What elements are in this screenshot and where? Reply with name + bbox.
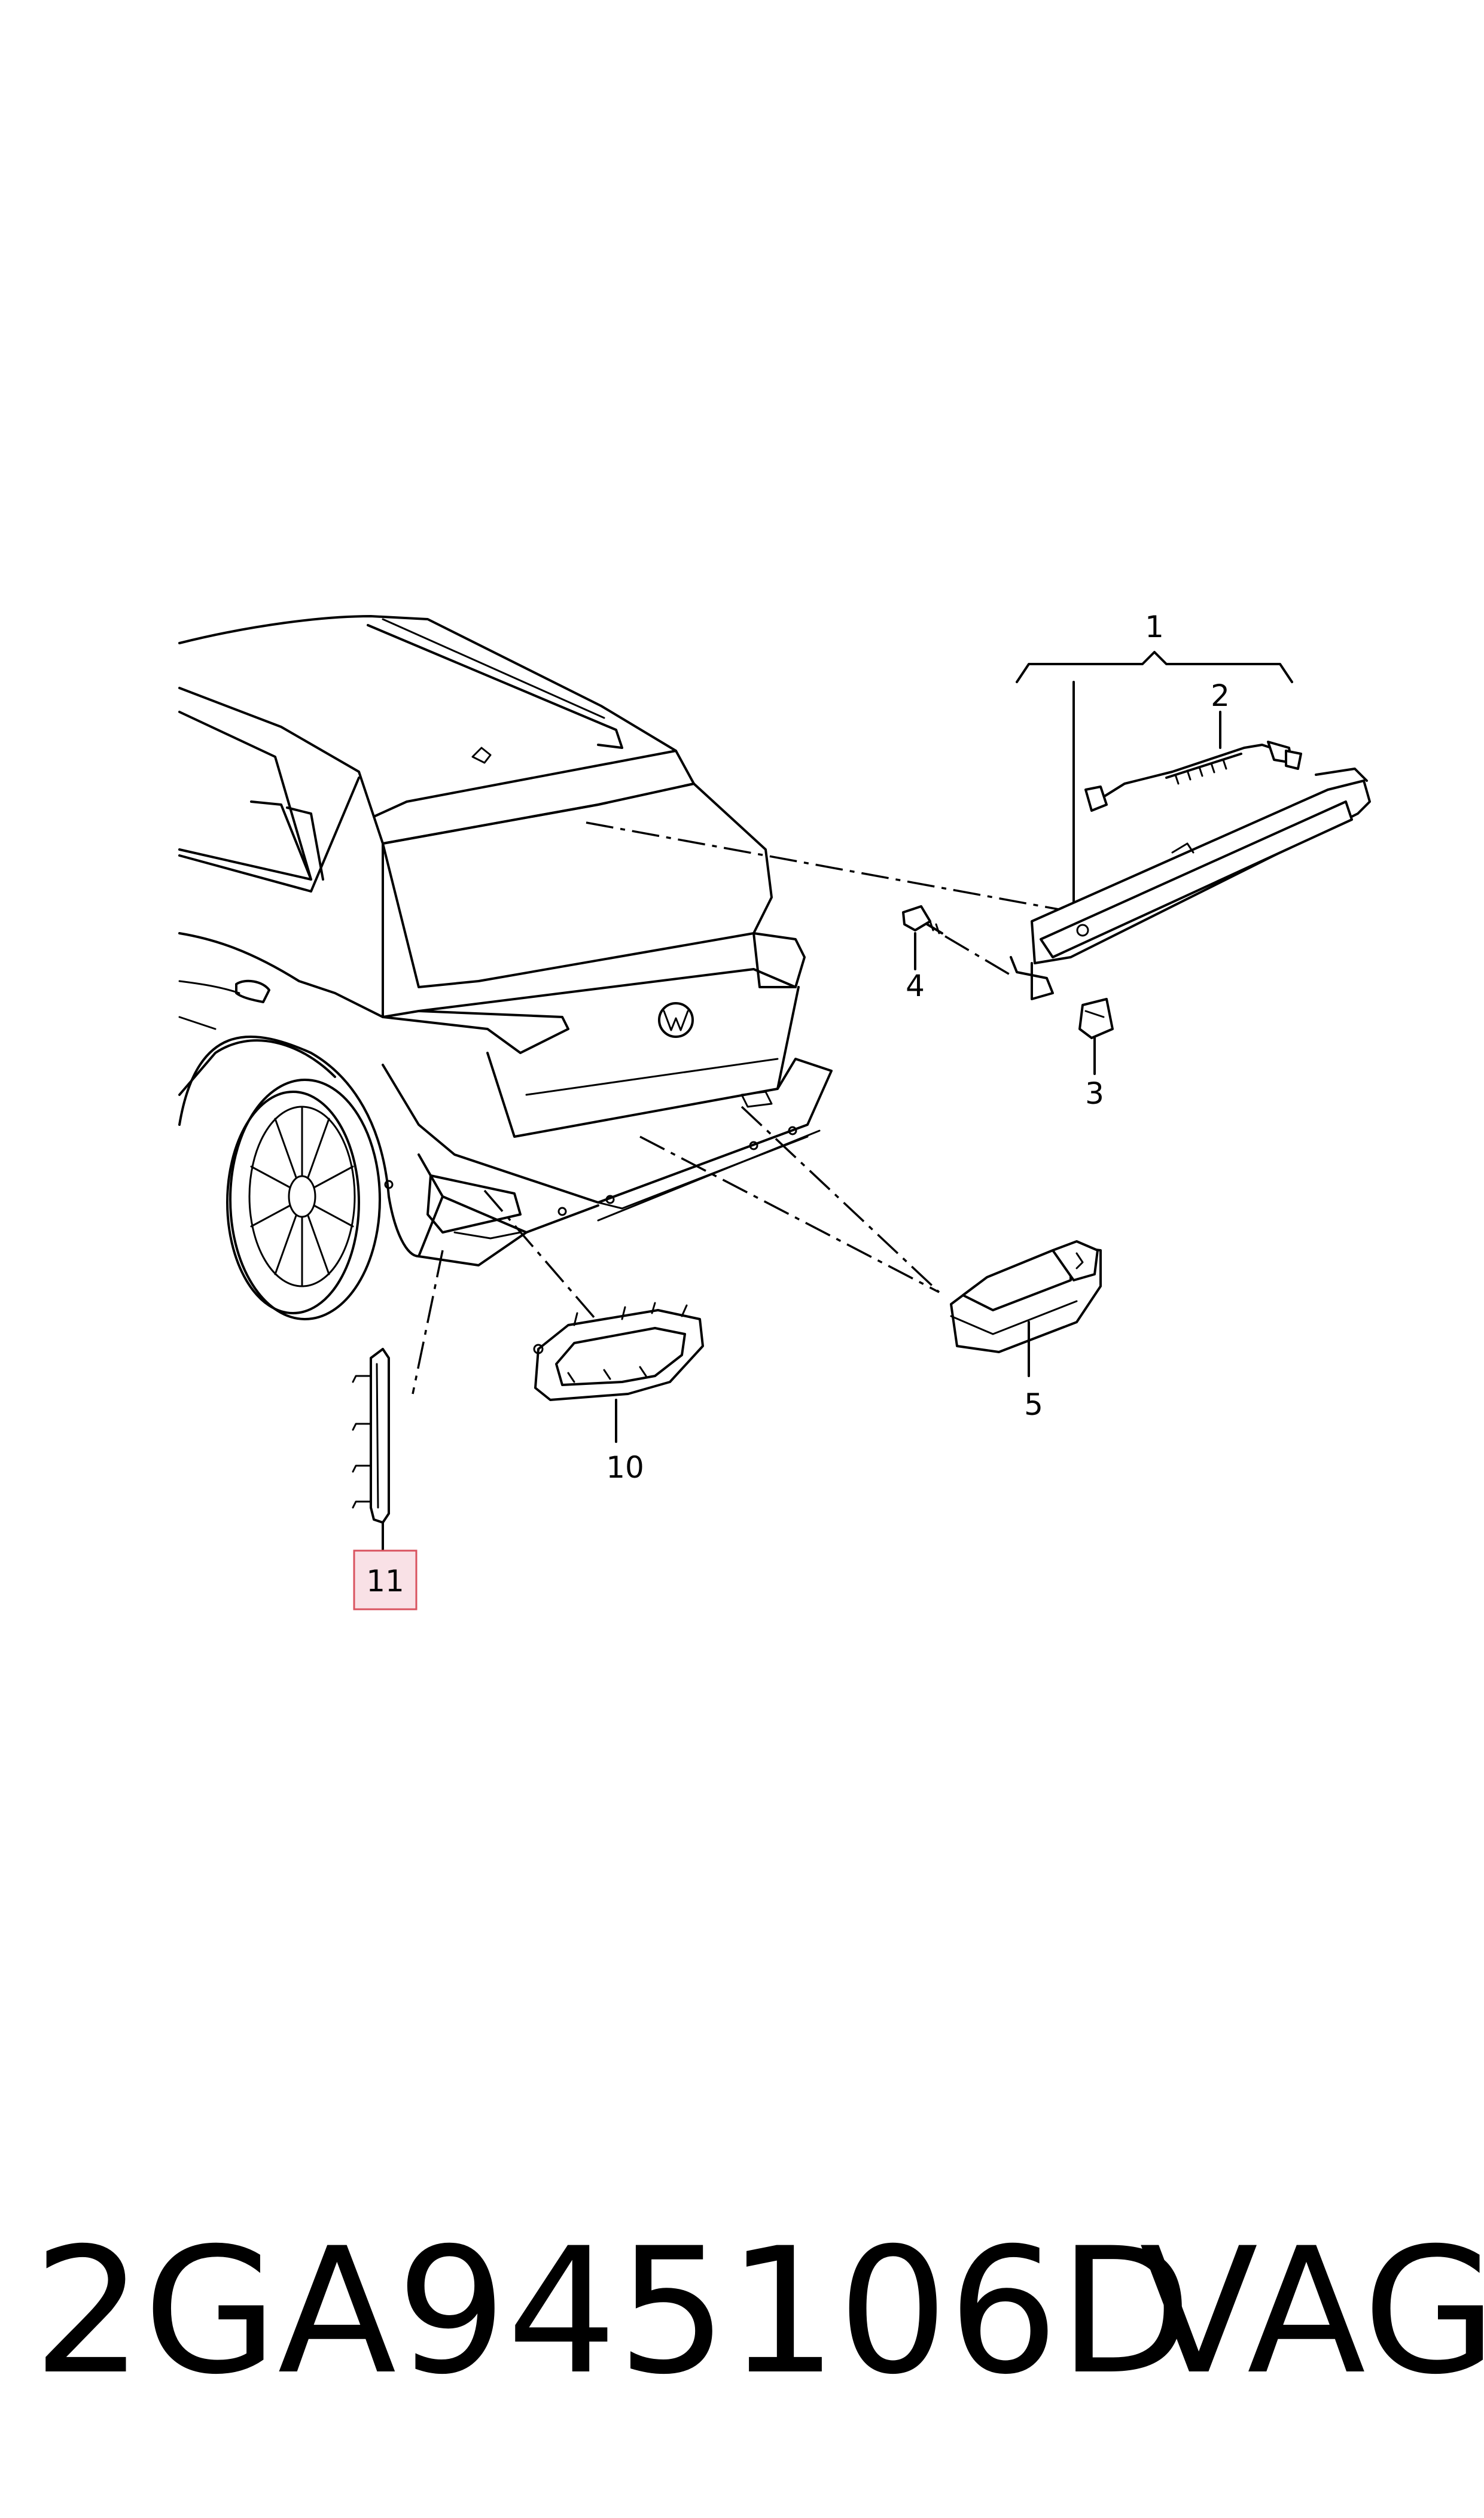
callout-5: 5 bbox=[1024, 1387, 1043, 1422]
callout-11-highlight bbox=[353, 1549, 418, 1610]
part-3-clip bbox=[1078, 998, 1114, 1075]
part-11-side-reflector bbox=[352, 1348, 390, 1551]
part-number: 2GA945106D bbox=[33, 2211, 1192, 2413]
part-10-reflector-frame bbox=[533, 1302, 704, 1443]
callout-1: 1 bbox=[1145, 610, 1164, 644]
callouts: 1 2 4 3 5 10 11 bbox=[353, 610, 1230, 1610]
part-4-screw bbox=[902, 905, 1011, 976]
callout-10: 10 bbox=[606, 1450, 644, 1485]
part-2-wiring bbox=[1084, 711, 1302, 812]
leader-lines bbox=[412, 821, 1059, 1395]
callout-4: 4 bbox=[906, 969, 925, 1003]
vehicle-rear-view bbox=[178, 615, 833, 1320]
callout-11: 11 bbox=[366, 1564, 404, 1599]
part-1-brake-light bbox=[1010, 651, 1371, 1000]
brand-label: VAG bbox=[1139, 2211, 1484, 2413]
callout-3: 3 bbox=[1085, 1076, 1104, 1111]
part-5-plate-light bbox=[950, 1240, 1102, 1377]
callout-2: 2 bbox=[1211, 678, 1230, 713]
